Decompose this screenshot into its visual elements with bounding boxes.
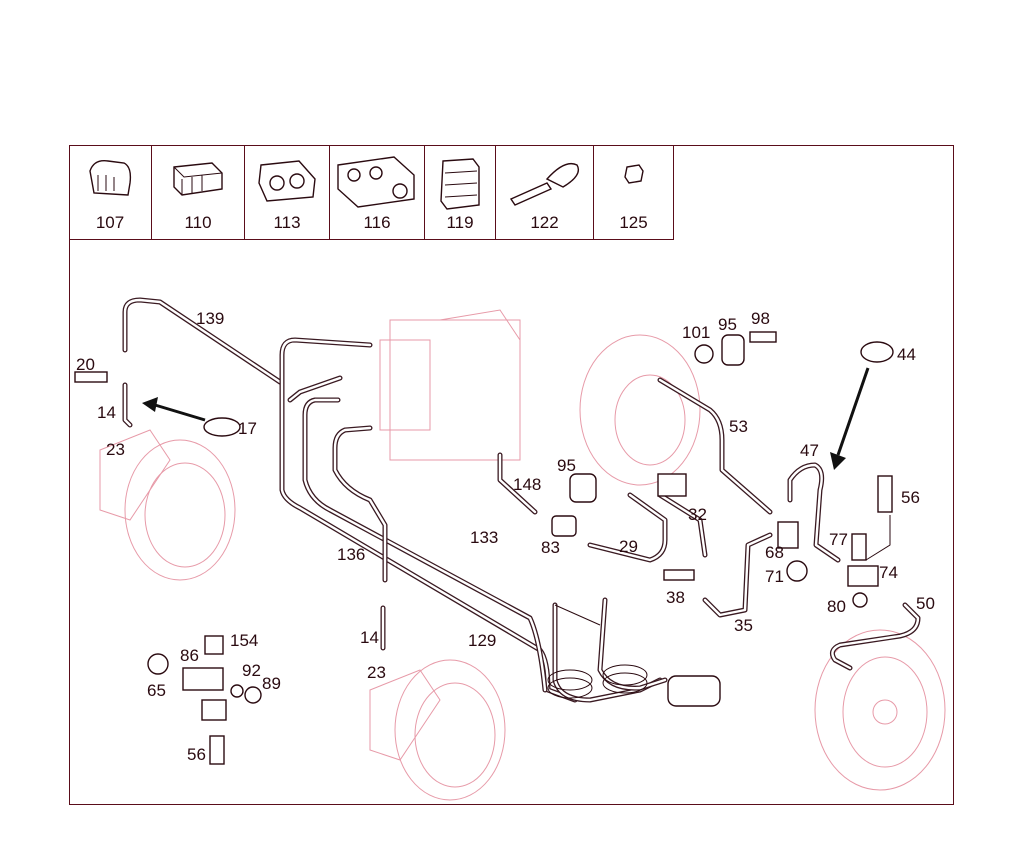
header-cell-107: 107: [69, 145, 152, 240]
callout-50: 50: [916, 594, 935, 613]
grommet-17-icon: [203, 417, 241, 437]
clip-20-icon: [74, 371, 108, 383]
callout-14: 14: [97, 403, 116, 422]
nut-65-icon: [147, 653, 169, 675]
callout-23: 23: [106, 440, 125, 459]
cable-tie-122-icon: [509, 162, 579, 206]
clip-38-icon: [663, 569, 695, 581]
clip-116-icon: [337, 156, 415, 208]
header-label: 125: [619, 213, 648, 232]
header-cell-119: 119: [425, 145, 496, 240]
pipe-coils: [547, 664, 648, 699]
callout-29: 29: [619, 537, 638, 556]
parts: [74, 331, 894, 765]
callout-47: 47: [800, 441, 819, 460]
bolt-98-icon: [749, 331, 777, 343]
callout-95b: 95: [557, 456, 576, 475]
callout-56b: 56: [187, 745, 206, 764]
callout-35: 35: [734, 616, 753, 635]
grommet-44-icon: [860, 341, 894, 363]
bracket-95b-icon: [569, 473, 597, 503]
sensor-56b-icon: [209, 735, 225, 765]
callout-86: 86: [180, 646, 199, 665]
rear-drum-ghost: [814, 629, 946, 791]
callout-68: 68: [765, 543, 784, 562]
plug-154-icon: [204, 635, 224, 655]
callout-101: 101: [682, 323, 710, 342]
arrows: [142, 367, 870, 470]
callout-133: 133: [470, 528, 498, 547]
front-left-disc-ghost: [99, 429, 236, 581]
header-label: 107: [95, 213, 125, 232]
callout-89: 89: [262, 674, 281, 693]
nut-101-icon: [694, 344, 714, 364]
regulator-valve-icon: [667, 675, 721, 707]
callout-71: 71: [765, 567, 784, 586]
header-label: 110: [184, 213, 212, 232]
tee-68-icon: [777, 521, 799, 549]
nut-71-icon: [786, 560, 808, 582]
callout-74: 74: [879, 563, 898, 582]
callout-154: 154: [230, 631, 258, 650]
callout-56: 56: [901, 488, 920, 507]
callout-23b: 23: [367, 663, 386, 682]
callout-labels: 139 20 14 17 23 101 95 98 44 53 47 95 14…: [76, 309, 935, 764]
callout-136: 136: [337, 545, 365, 564]
header-cell-125: 125: [594, 145, 674, 240]
callout-14b: 14: [360, 628, 379, 647]
bracket-95-icon: [721, 334, 745, 366]
sensor-56-icon: [877, 475, 893, 513]
clip-107-icon: [89, 160, 132, 196]
bolt-77-icon: [851, 533, 867, 561]
callout-139: 139: [196, 309, 224, 328]
callout-17: 17: [238, 419, 257, 438]
front-right-disc-ghost: [369, 659, 506, 801]
fitting-body-icon: [201, 699, 227, 721]
callout-77: 77: [829, 530, 848, 549]
callout-80: 80: [827, 597, 846, 616]
callout-38: 38: [666, 588, 685, 607]
callout-20: 20: [76, 355, 95, 374]
clip-125-icon: [623, 164, 644, 184]
callout-148: 148: [513, 475, 541, 494]
bracket-86-icon: [182, 667, 224, 691]
washer-80-icon: [852, 592, 868, 608]
header-cell-122: 122: [496, 145, 594, 240]
connector-83-icon: [551, 515, 577, 537]
header-cell-116: 116: [330, 145, 425, 240]
header-label: 113: [273, 213, 301, 232]
callout-53: 53: [729, 417, 748, 436]
callout-83: 83: [541, 538, 560, 557]
callout-129: 129: [468, 631, 496, 650]
union-74-icon: [847, 565, 879, 587]
callout-98: 98: [751, 309, 770, 328]
rear-right-disc-ghost: [579, 334, 701, 486]
diagram-frame: [69, 145, 954, 805]
clip-113-icon: [258, 160, 316, 202]
brake-pipes: [122, 297, 921, 703]
hydraulic-unit-ghost: [379, 309, 521, 461]
clip-119-icon: [440, 158, 480, 210]
nut-89-icon: [244, 686, 262, 704]
header-label: 116: [363, 213, 391, 232]
clip-110-icon: [173, 162, 223, 196]
arrow-44-icon: [836, 367, 870, 456]
arrow-17-icon: [154, 403, 206, 422]
header-label: 122: [530, 213, 559, 232]
leader-lines: [554, 515, 891, 626]
callout-32: 32: [688, 505, 707, 524]
callout-65: 65: [147, 681, 166, 700]
header-cell-113: 113: [245, 145, 330, 240]
clip-32-icon: [657, 473, 687, 497]
callout-95: 95: [718, 315, 737, 334]
callout-92: 92: [242, 661, 261, 680]
callout-44: 44: [897, 345, 916, 364]
header-label: 119: [446, 213, 474, 232]
washer-92-icon: [230, 684, 244, 698]
header-cell-110: 110: [152, 145, 245, 240]
